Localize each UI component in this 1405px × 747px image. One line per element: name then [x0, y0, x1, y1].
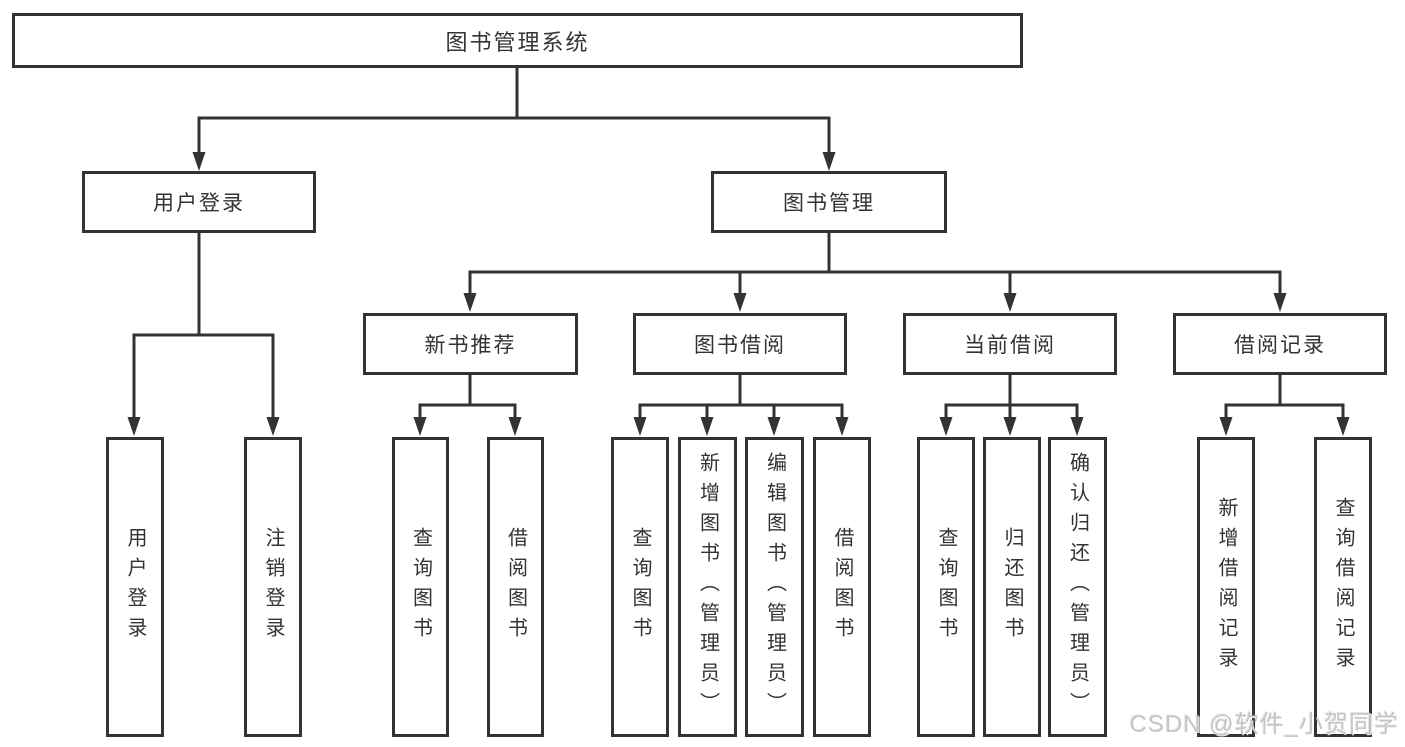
branch-node-label: 用户登录	[153, 192, 245, 215]
leaf-node-query-books: 查询图书	[392, 437, 449, 737]
leaf-node-label: 用户登录	[124, 527, 146, 647]
leaf-node-confirm-return-admin: 确认归还（管理员）	[1048, 437, 1107, 737]
section-node-label: 新书推荐	[424, 334, 517, 357]
leaf-node-label: 编辑图书（管理员）	[763, 452, 786, 722]
leaf-node-label: 新增图书（管理员）	[696, 452, 719, 722]
root-node-label: 图书管理系统	[445, 29, 590, 55]
leaf-node-label: 借阅图书	[504, 527, 527, 647]
section-node-label: 图书借阅	[694, 334, 786, 357]
leaf-node-add-borrow-record: 新增借阅记录	[1197, 437, 1255, 737]
leaf-node-label: 借阅图书	[831, 527, 853, 647]
leaf-node-add-books-admin: 新增图书（管理员）	[678, 437, 737, 737]
leaf-node-query-borrow-record: 查询借阅记录	[1314, 437, 1372, 737]
leaf-node-label: 新增借阅记录	[1215, 497, 1237, 677]
leaf-node-borrow-books: 借阅图书	[487, 437, 544, 737]
section-node-book-borrowing: 图书借阅	[633, 313, 847, 375]
leaf-node-label: 注销登录	[262, 527, 284, 647]
section-node-borrow-records: 借阅记录	[1173, 313, 1387, 375]
csdn-watermark: CSDN @软件_小贺同学	[1129, 711, 1399, 738]
leaf-node-label: 归还图书	[1001, 527, 1023, 647]
section-node-new-book-recommend: 新书推荐	[363, 313, 578, 375]
leaf-node-user-login: 用户登录	[106, 437, 164, 737]
leaf-node-return-books: 归还图书	[983, 437, 1041, 737]
section-node-current-borrowing: 当前借阅	[903, 313, 1117, 375]
branch-node-user-login: 用户登录	[82, 171, 316, 233]
root-node-library-management-system: 图书管理系统	[12, 13, 1023, 68]
leaf-node-borrow-books: 借阅图书	[813, 437, 871, 737]
leaf-node-label: 查询图书	[935, 527, 957, 647]
leaf-node-label: 查询图书	[409, 527, 432, 647]
branch-node-book-management: 图书管理	[711, 171, 947, 233]
leaf-node-query-books: 查询图书	[917, 437, 975, 737]
leaf-node-query-books: 查询图书	[611, 437, 669, 737]
leaf-node-label: 查询图书	[629, 527, 651, 647]
leaf-node-logout: 注销登录	[244, 437, 302, 737]
leaf-node-label: 确认归还（管理员）	[1066, 452, 1089, 722]
section-node-label: 借阅记录	[1234, 334, 1326, 357]
section-node-label: 当前借阅	[964, 334, 1056, 357]
leaf-node-edit-books-admin: 编辑图书（管理员）	[745, 437, 804, 737]
leaf-node-label: 查询借阅记录	[1332, 497, 1354, 677]
branch-node-label: 图书管理	[783, 192, 875, 215]
